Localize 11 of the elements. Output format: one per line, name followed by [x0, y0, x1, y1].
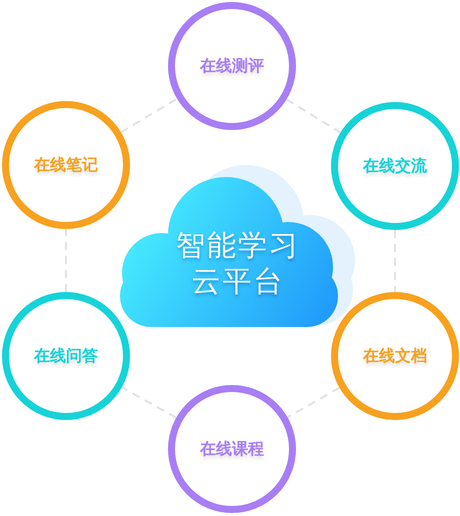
node-label: 在线文档 — [363, 346, 427, 366]
node-label: 在线问答 — [34, 346, 98, 366]
cloud-title: 智能学习云平台 — [175, 227, 301, 300]
connector-line — [286, 98, 341, 134]
connector-line — [287, 386, 340, 418]
node-label: 在线课程 — [200, 438, 264, 460]
node-label: 在线交流 — [363, 156, 427, 176]
connector-line — [120, 98, 178, 134]
node-label: 在线测评 — [200, 56, 264, 76]
node-label: 在线笔记 — [34, 154, 98, 176]
connector-line — [121, 386, 177, 419]
